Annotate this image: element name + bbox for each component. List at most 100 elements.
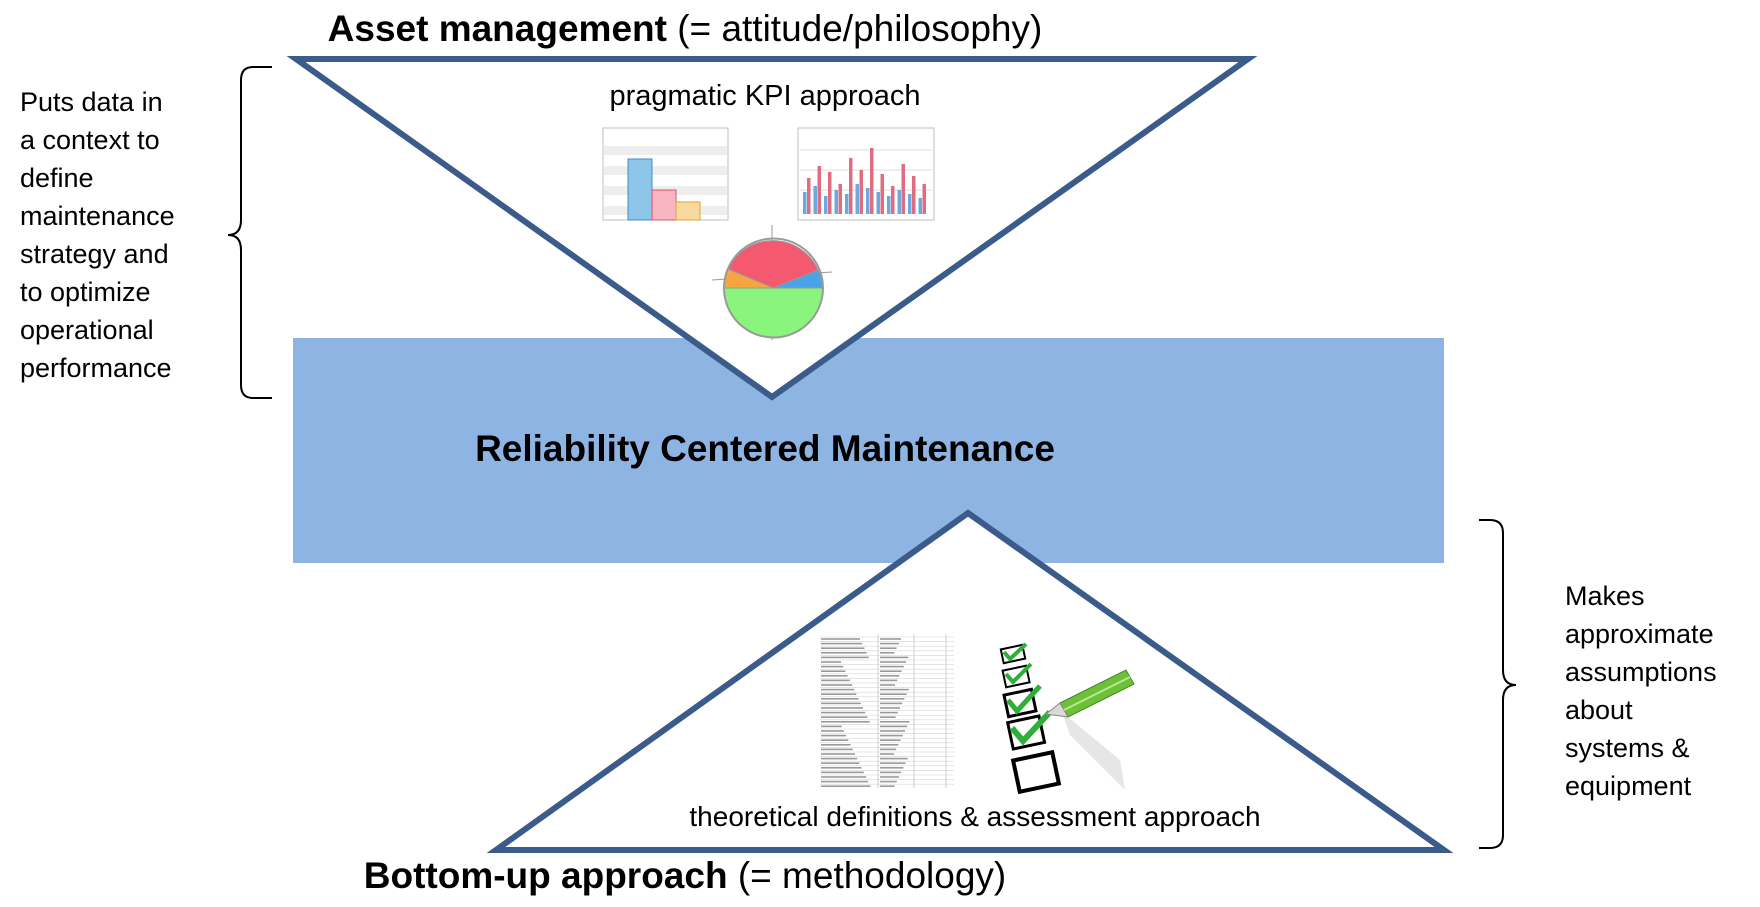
sheet-text-stroke — [880, 702, 903, 705]
sheet-text-stroke — [821, 711, 866, 714]
sheet-text-stroke — [821, 716, 868, 718]
sheet-text-stroke — [880, 656, 909, 659]
left-note-line: to optimize — [20, 277, 151, 307]
sheet-text-stroke — [821, 744, 851, 746]
sheet-text-stroke — [821, 652, 867, 654]
bottom-title-rest: (= methodology) — [727, 855, 1007, 896]
sheet-text-stroke — [821, 725, 842, 728]
bar-orange — [675, 201, 701, 221]
sheet-text-stroke — [821, 762, 860, 764]
column-bar-blue — [834, 190, 838, 214]
right-note: Makes approximate assumptions about syst… — [1565, 577, 1760, 805]
checklist-pen-illustration — [999, 642, 1135, 795]
sheet-text-stroke — [880, 684, 895, 686]
top-title-bold: Asset management — [327, 8, 667, 49]
sheet-text-stroke — [880, 661, 906, 663]
sheet-text-stroke — [821, 702, 861, 705]
sheet-text-stroke — [880, 767, 904, 769]
checkbox-5 — [1010, 749, 1062, 795]
sheet-text-stroke — [880, 744, 899, 746]
bar-chart-thumbnail — [602, 127, 729, 221]
left-brace — [227, 66, 272, 399]
column-bar-red — [859, 170, 863, 214]
left-note-line: operational — [20, 315, 154, 345]
column-bar-blue — [887, 196, 891, 214]
sheet-text-stroke — [880, 711, 898, 714]
sheet-text-stroke — [880, 679, 898, 682]
column-bar-blue — [845, 194, 849, 214]
sheet-text-stroke — [821, 638, 860, 640]
sheet-text-stroke — [821, 734, 847, 737]
sheet-text-stroke — [821, 698, 859, 700]
bottom-triangle — [486, 509, 1454, 853]
top-title: Asset management (= attitude/philosophy) — [0, 8, 1370, 50]
column-bar-red — [880, 174, 884, 214]
checkbox-3 — [1002, 684, 1042, 719]
column-bar-blue — [855, 184, 859, 214]
column-bar-blue — [908, 194, 912, 214]
left-note: Puts data in a context to define mainten… — [20, 83, 235, 387]
sheet-text-stroke — [880, 771, 902, 774]
sheet-text-stroke — [880, 776, 899, 778]
right-note-line: about — [1565, 695, 1633, 725]
column-bar-blue — [918, 198, 922, 214]
sheet-text-stroke — [880, 670, 902, 672]
column-bar-red — [838, 184, 842, 214]
sheet-text-stroke — [821, 730, 844, 732]
sheet-text-stroke — [880, 734, 903, 737]
bottom-title: Bottom-up approach (= methodology) — [0, 855, 1370, 897]
sheet-text-stroke — [821, 688, 855, 691]
sheet-text-stroke — [880, 647, 897, 649]
sheet-text-stroke — [880, 716, 896, 718]
left-note-line: strategy and — [20, 239, 169, 269]
column-bar-red — [817, 166, 821, 214]
pie-chart-thumbnail — [711, 225, 833, 340]
sheet-text-stroke — [880, 665, 904, 668]
sheet-text-stroke — [880, 707, 900, 709]
right-brace — [1479, 519, 1517, 849]
left-note-line: a context to — [20, 125, 160, 155]
bar-pink — [651, 189, 677, 221]
column-bar-blue — [876, 192, 880, 214]
column-bar-blue — [803, 192, 807, 214]
column-bar-red — [901, 164, 905, 214]
sheet-text-stroke — [821, 771, 864, 774]
column-bar-red — [891, 186, 895, 214]
column-chart-thumbnail — [797, 127, 935, 221]
sheet-text-stroke — [821, 780, 869, 783]
column-bar-red — [828, 172, 832, 214]
column-bar-blue — [824, 196, 828, 214]
sheet-text-stroke — [821, 753, 855, 755]
checkbox-2 — [1001, 662, 1033, 689]
column-bar-red — [912, 176, 916, 214]
sheet-text-stroke — [880, 757, 908, 760]
sheet-text-stroke — [821, 665, 844, 668]
right-note-line: approximate — [1565, 619, 1714, 649]
left-note-line: define — [20, 163, 94, 193]
left-note-line: Puts data in — [20, 87, 163, 117]
sheet-text-stroke — [821, 647, 865, 649]
sheet-text-stroke — [880, 748, 897, 751]
sheet-text-stroke — [821, 785, 871, 787]
column-bar-blue — [813, 186, 817, 214]
column-bar-red — [849, 158, 853, 214]
left-note-line: maintenance — [20, 201, 175, 231]
sheet-text-stroke — [821, 776, 866, 778]
sheet-text-stroke — [880, 739, 901, 741]
bottom-triangle-label: theoretical definitions & assessment app… — [689, 801, 1261, 832]
sheet-text-stroke — [821, 693, 857, 695]
right-note-line: assumptions — [1565, 657, 1717, 687]
left-note-line: performance — [20, 353, 172, 383]
right-note-line: Makes — [1565, 581, 1645, 611]
top-title-rest: (= attitude/philosophy) — [666, 8, 1043, 49]
right-note-line: systems & — [1565, 733, 1690, 763]
sheet-text-stroke — [821, 675, 848, 677]
sheet-text-stroke — [821, 670, 846, 672]
sheet-text-stroke — [880, 638, 901, 640]
column-bar-red — [807, 178, 811, 214]
sheet-text-stroke — [821, 757, 858, 760]
right-note-line: equipment — [1565, 771, 1692, 801]
column-bar-blue — [866, 188, 870, 214]
sheet-text-stroke — [821, 748, 853, 751]
